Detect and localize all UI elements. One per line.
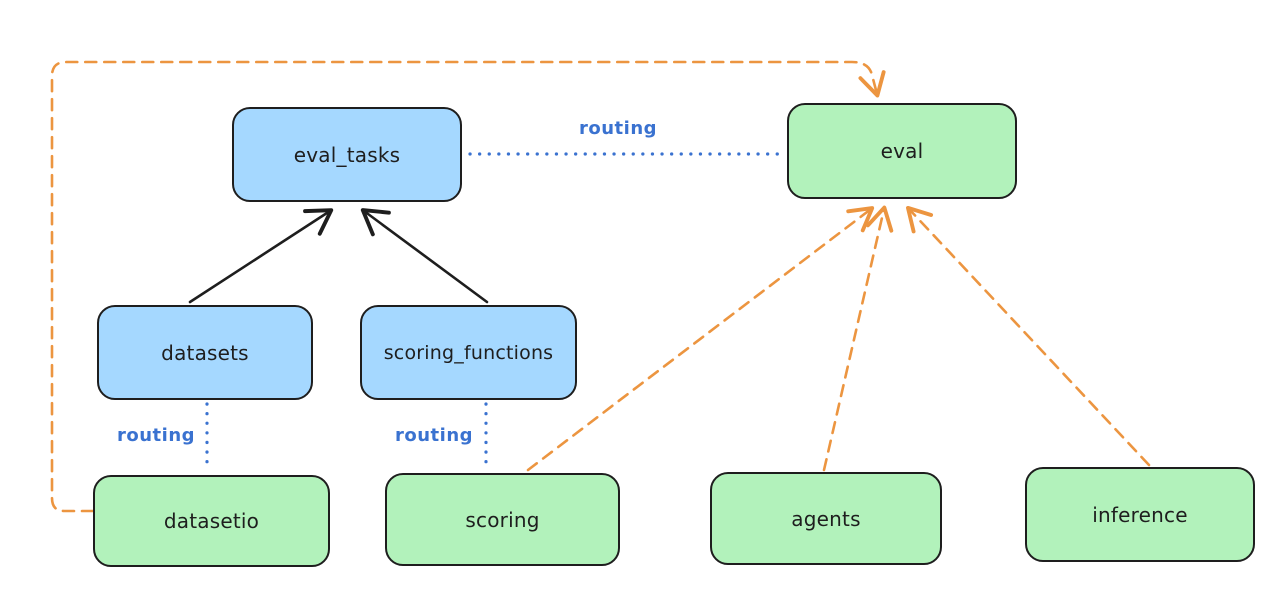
node-label: agents: [791, 506, 861, 531]
node-label: datasets: [161, 340, 249, 365]
node-eval-tasks: eval_tasks: [232, 107, 462, 202]
edge-agents-to-eval: [822, 205, 894, 472]
node-datasets: datasets: [97, 305, 313, 400]
node-label: scoring: [465, 507, 540, 532]
edge-datasetio-to-eval: [50, 60, 886, 513]
node-label: eval: [880, 139, 924, 163]
node-datasetio: datasetio: [93, 475, 330, 567]
node-label: eval_tasks: [293, 142, 401, 167]
node-scoring: scoring: [385, 473, 620, 566]
node-scoring-functions: scoring_functions: [360, 305, 577, 400]
node-eval: eval: [787, 103, 1017, 199]
routing-label-datasets-datasetio: routing: [116, 425, 196, 446]
routing-label-scoring-functions-scoring: routing: [394, 425, 474, 446]
edge-scoring-functions-to-eval-tasks: [360, 208, 489, 304]
node-label: inference: [1092, 502, 1188, 527]
edge-datasets-to-eval-tasks: [188, 208, 334, 304]
node-label: scoring_functions: [383, 341, 554, 364]
node-agents: agents: [710, 472, 942, 565]
node-label: datasetio: [163, 509, 260, 533]
routing-label-eval-tasks-eval: routing: [578, 118, 658, 139]
edge-scoring-to-eval: [526, 206, 875, 472]
edge-inference-to-eval: [906, 205, 1151, 467]
node-inference: inference: [1025, 467, 1255, 562]
